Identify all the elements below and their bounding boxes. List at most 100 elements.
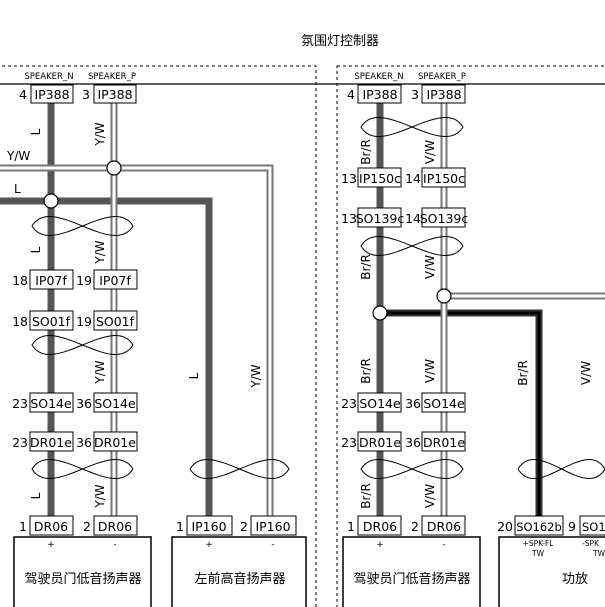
- connector-code: DR01e: [423, 435, 465, 450]
- pin-number: 13: [341, 211, 357, 226]
- polarity-minus: -: [113, 540, 116, 550]
- pin-number: 13: [341, 171, 357, 186]
- wire-label: Y/W: [93, 240, 107, 264]
- connector-code: IP388: [426, 87, 461, 102]
- connector-code: IP388: [34, 87, 69, 102]
- component-name: 驾驶员门低音扬声器: [353, 571, 470, 587]
- wires: [0, 103, 605, 523]
- pin-number: 1: [176, 519, 184, 534]
- polarity-minus: -: [442, 540, 445, 550]
- polarity-plus: +: [47, 540, 55, 550]
- pin-number: 20: [497, 519, 513, 534]
- pin-number: 1: [19, 519, 27, 534]
- connector-code: IP150c: [359, 171, 401, 186]
- connector-code: IP388: [97, 87, 132, 102]
- amp-pin-label: TW: [592, 549, 605, 558]
- pin-number: 18: [12, 273, 28, 288]
- amp-pin-label: +SPK-FL: [523, 539, 555, 548]
- connector-code: SO139c: [356, 211, 405, 226]
- wire-label: V/W: [423, 255, 437, 279]
- pin-number: 14: [405, 171, 421, 186]
- pin-number: 19: [76, 314, 92, 329]
- wire-label: V/W: [423, 359, 437, 383]
- speaker-label: SPEAKER_P: [88, 72, 136, 82]
- component-box: [13, 536, 152, 607]
- twist-symbol: [189, 459, 290, 479]
- wire-label: L: [29, 128, 43, 135]
- twist-symbol: [31, 335, 134, 355]
- connector-code: IP07f: [99, 273, 131, 288]
- component-box: [171, 536, 307, 607]
- pin-number: 14: [405, 211, 421, 226]
- splice-points: [43, 160, 452, 321]
- connector-code: IP388: [362, 87, 397, 102]
- pin-number: 19: [76, 273, 92, 288]
- pin-number: 36: [76, 435, 92, 450]
- twist-symbol: [360, 117, 464, 137]
- polarity-plus: +: [205, 540, 213, 550]
- connector-code: SO139c: [420, 211, 469, 226]
- wire-BrR-branch-inner: [380, 311, 541, 523]
- speaker-label: SPEAKER_N: [354, 72, 403, 82]
- wire-label: L: [14, 182, 21, 196]
- twist-symbol: [360, 236, 464, 256]
- pin-number: 23: [12, 396, 28, 411]
- connector-code: DR06: [34, 519, 68, 534]
- wire-label: Y/W: [249, 364, 263, 388]
- wire-label: Y/W: [93, 122, 107, 146]
- controller-title: 氛围灯控制器: [301, 34, 379, 49]
- wire-label: Br/R: [516, 360, 530, 386]
- wire-label: L: [29, 492, 43, 499]
- connector-code: SO01f: [96, 314, 135, 329]
- connector-code: DR01e: [359, 435, 401, 450]
- speaker-label: SPEAKER_P: [418, 72, 466, 82]
- twist-symbol: [517, 459, 605, 479]
- wire-label: Y/W: [93, 360, 107, 384]
- connector-code: IP160: [191, 519, 226, 534]
- right-module-outline: [336, 65, 605, 607]
- amp-pin-label: -SPK: [582, 539, 600, 548]
- connector-code: DR06: [427, 519, 461, 534]
- connector-code: DR01e: [30, 435, 72, 450]
- component-name: 左前高音扬声器: [194, 571, 285, 587]
- speaker-labels: SPEAKER_N SPEAKER_P SPEAKER_N SPEAKER_P: [24, 72, 466, 82]
- connector-code: SO01f: [32, 314, 71, 329]
- polarity-minus: -: [271, 540, 274, 550]
- pin-number: 1: [347, 519, 355, 534]
- component-name: 功放: [562, 572, 588, 587]
- connector-code: IP160: [255, 519, 290, 534]
- pin-number: 2: [83, 519, 91, 534]
- pin-number: 2: [240, 519, 248, 534]
- connector-code: DR06: [98, 519, 132, 534]
- wire-YW-branch: [0, 164, 274, 523]
- wire-L-branch: [0, 197, 213, 523]
- splice-point: [43, 193, 59, 209]
- pin-number: 4: [19, 87, 27, 102]
- polarity-marks: + - + - + -: [47, 540, 445, 550]
- pin-number: 3: [411, 87, 419, 102]
- splice-point: [436, 288, 452, 304]
- splice-point: [372, 305, 388, 321]
- wire-label: L: [29, 246, 43, 253]
- wire-BrR-branch-outer: [380, 309, 543, 523]
- connector-code: IP07f: [35, 273, 67, 288]
- wire-label: L: [187, 372, 201, 379]
- connector-code: SO14e: [359, 396, 401, 411]
- left-module-outline: [0, 65, 317, 607]
- wire-label: Br/R: [359, 254, 373, 280]
- wire-label: V/W: [579, 361, 593, 385]
- connector-code: DR01e: [94, 435, 136, 450]
- pin-number: 23: [12, 435, 28, 450]
- component-box: [342, 536, 481, 607]
- component-box: [498, 536, 605, 607]
- component-names: 驾驶员门低音扬声器 左前高音扬声器 驾驶员门低音扬声器 功放: [24, 571, 588, 587]
- component-boxes: [13, 536, 605, 607]
- pin-number: 36: [76, 396, 92, 411]
- pin-number: 9: [568, 519, 576, 534]
- pin-number: 36: [405, 435, 421, 450]
- connector-labels: 4 IP388 3 IP388 4 IP388 3 IP388 13 IP150…: [12, 87, 605, 534]
- twist-symbol: [360, 459, 464, 479]
- wire-label: V/W: [423, 484, 437, 508]
